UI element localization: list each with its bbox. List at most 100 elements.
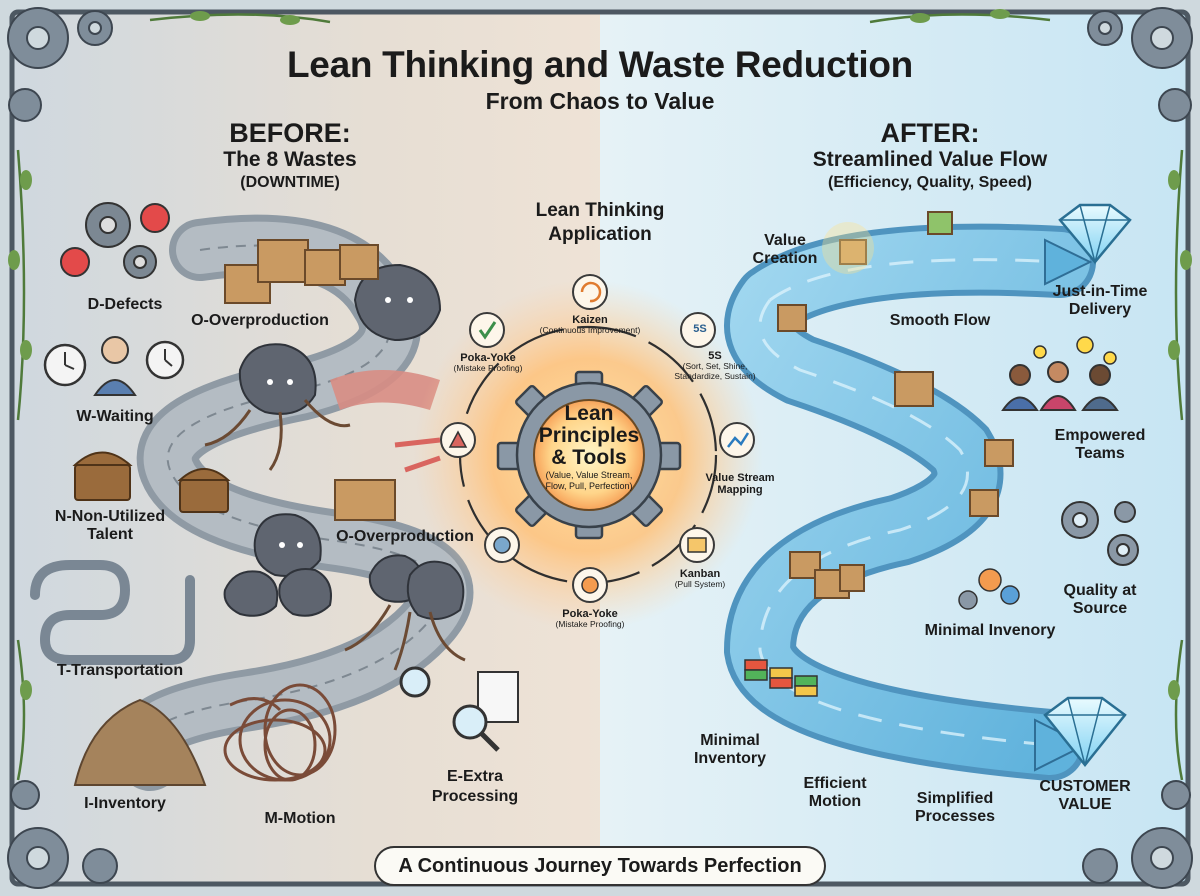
center-heading-1: Lean Thinking bbox=[535, 200, 665, 221]
tool-vsm: Value Stream Mapping bbox=[690, 472, 790, 497]
jit-diamond bbox=[1058, 203, 1132, 265]
five-s-icon-text: 5S bbox=[693, 323, 707, 335]
vine-leaves bbox=[8, 9, 1192, 700]
waste-motion: M-Motion bbox=[264, 810, 336, 827]
transition-arrow bbox=[330, 370, 440, 410]
tool-pokayoke-bottom: Poka-Yoke (Mistake Proofing) bbox=[540, 608, 640, 630]
tool-kaizen-sub: (Continuous Improvement) bbox=[539, 325, 641, 336]
kanban-icon bbox=[687, 537, 707, 553]
tool-5s-sub-1: (Sort, Set, Shine, bbox=[682, 361, 748, 372]
magnifier-icon bbox=[452, 704, 488, 740]
after-heading: AFTER: bbox=[880, 118, 980, 148]
empowered-team bbox=[1001, 361, 1119, 411]
waste-overproduction-mid: O-Overproduction bbox=[336, 528, 474, 545]
waiting-person-body bbox=[93, 379, 137, 396]
gear-detail-2: Flow, Pull, Perfection) bbox=[545, 480, 633, 491]
central-gear bbox=[496, 370, 682, 540]
broken-icon bbox=[448, 430, 468, 448]
after-simplified-2: Processes bbox=[914, 808, 996, 825]
before-acronym: (DOWNTIME) bbox=[240, 174, 340, 191]
before-heading: BEFORE: bbox=[229, 118, 351, 148]
after-detail: (Efficiency, Quality, Speed) bbox=[828, 174, 1032, 191]
clock-hands bbox=[64, 349, 173, 370]
gear-title-1: Lean bbox=[564, 402, 614, 425]
after-quality-2: Source bbox=[1072, 600, 1128, 617]
overproduction-boxes bbox=[224, 239, 396, 521]
tool-vsm-label-1: Value Stream bbox=[705, 472, 775, 484]
waste-arrow-2 bbox=[404, 455, 441, 473]
kaizen-icon bbox=[580, 281, 602, 303]
waste-transportation: T-Transportation bbox=[56, 662, 184, 679]
after-teams-1: Empowered bbox=[1054, 427, 1146, 444]
vsm-icon bbox=[727, 432, 750, 448]
rocks bbox=[223, 263, 465, 620]
gear-icon bbox=[581, 576, 599, 594]
after-minimal-invenory: Minimal Invenory bbox=[924, 622, 1056, 639]
after-efficient-2: Motion bbox=[808, 793, 862, 810]
gear-title-2: Principles bbox=[538, 424, 640, 447]
river-arrowhead-top bbox=[1044, 238, 1093, 286]
after-simplified-1: Simplified bbox=[916, 790, 994, 807]
transport-maze bbox=[30, 560, 195, 665]
inventory-pile bbox=[73, 698, 207, 786]
after-subheading: Streamlined Value Flow bbox=[812, 148, 1048, 171]
waste-arrow-1 bbox=[394, 437, 441, 448]
after-customer-2: VALUE bbox=[1058, 796, 1112, 813]
talent-chest bbox=[72, 451, 231, 513]
waste-extra: E-Extra bbox=[446, 768, 504, 785]
minimal-inventory-stack bbox=[744, 659, 818, 697]
defect-gears bbox=[85, 202, 157, 279]
waste-waiting: W-Waiting bbox=[76, 408, 154, 425]
defect-x-icon bbox=[140, 203, 170, 233]
corner-gears bbox=[7, 7, 1193, 889]
footer-banner: A Continuous Journey Towards Perfection bbox=[374, 846, 826, 886]
value-creation-glow bbox=[822, 222, 874, 274]
after-teams-2: Teams bbox=[1075, 445, 1125, 462]
tangled-motion bbox=[223, 683, 337, 782]
waste-talent: Talent bbox=[87, 526, 133, 543]
waiting-person-head bbox=[101, 336, 129, 364]
waste-processing: Processing bbox=[431, 788, 519, 805]
after-smooth-flow: Smooth Flow bbox=[889, 312, 991, 329]
tool-kanban-label: Kanban bbox=[679, 568, 721, 580]
tool-5s-label: 5S bbox=[708, 350, 722, 362]
tool-pokayoke-top-label: Poka-Yoke bbox=[460, 352, 516, 364]
after-jit-2: Delivery bbox=[1068, 301, 1132, 318]
waste-overproduction-top: O-Overproduction bbox=[191, 312, 329, 329]
after-minimal-inventory-2: Inventory bbox=[693, 750, 766, 767]
waste-defects: D-Defects bbox=[87, 296, 163, 313]
waste-inventory: I-Inventory bbox=[84, 795, 166, 812]
vines bbox=[16, 13, 1184, 781]
quality-gears bbox=[1061, 501, 1139, 566]
inventory-gears bbox=[958, 568, 1020, 610]
flow-boxes bbox=[777, 211, 1014, 599]
idea-bulbs bbox=[1033, 336, 1117, 365]
gear-title-3: & Tools bbox=[551, 446, 627, 469]
after-quality-1: Quality at bbox=[1063, 582, 1137, 599]
pokayoke-icon bbox=[478, 321, 497, 340]
tool-kaizen: Kaizen (Continuous Improvement) bbox=[530, 314, 650, 336]
tool-pokayoke-bottom-sub: (Mistake Proofing) bbox=[555, 619, 625, 630]
center-heading-2: Application bbox=[548, 224, 652, 245]
tool-pokayoke-top-sub: (Mistake Proofing) bbox=[453, 363, 523, 374]
gear-detail-1: (Value, Value Stream, bbox=[545, 470, 633, 480]
after-jit-1: Just-in-Time bbox=[1052, 283, 1148, 300]
after-value-creation-1: Value bbox=[764, 232, 806, 249]
tool-pokayoke-top: Poka-Yoke (Mistake Proofing) bbox=[438, 352, 538, 374]
after-value-creation-2: Creation bbox=[752, 250, 818, 267]
roots bbox=[204, 399, 466, 671]
customer-diamond bbox=[1043, 696, 1127, 768]
tool-5s-sub-2: Standardize, Sustain) bbox=[674, 370, 756, 381]
tool-vsm-label-2: Mapping bbox=[717, 484, 763, 497]
tool-kanban-sub: (Pull System) bbox=[674, 579, 726, 590]
before-subheading: The 8 Wastes bbox=[223, 148, 357, 171]
defect-x-icon-2 bbox=[60, 247, 90, 277]
after-minimal-inventory-1: Minimal bbox=[700, 732, 760, 749]
tool-kanban: Kanban (Pull System) bbox=[660, 568, 740, 590]
page-title: Lean Thinking and Waste Reduction bbox=[287, 44, 913, 85]
tool-pokayoke-bottom-label: Poka-Yoke bbox=[562, 608, 618, 620]
waste-non-utilized: N-Non-Utilized bbox=[54, 508, 166, 525]
tool-5s: 5S (Sort, Set, Shine, Standardize, Susta… bbox=[650, 350, 780, 381]
rock-eyes bbox=[267, 297, 413, 548]
